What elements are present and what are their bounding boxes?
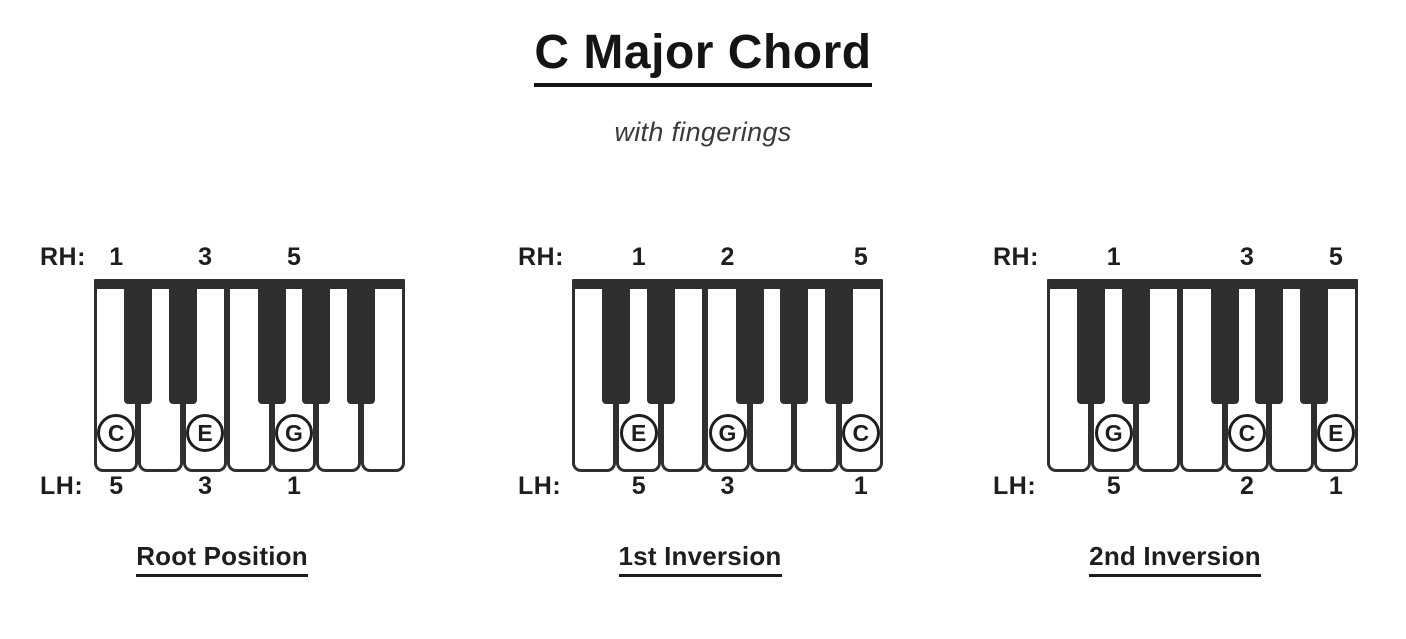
right-hand-fingering-row: RH: 1 2 5 — [500, 243, 900, 277]
chord-diagram-root-position: RH: 1 3 5 C E G LH: 5 3 1 Root Position — [22, 243, 422, 593]
diagram-caption: 2nd Inversion — [975, 541, 1375, 577]
rh-finger-number: 5 — [286, 243, 301, 271]
rh-finger-number: 2 — [720, 243, 735, 271]
right-hand-fingering-row: RH: 1 3 5 — [975, 243, 1375, 277]
rh-finger-number: 1 — [631, 243, 646, 271]
black-key-5[interactable] — [1255, 289, 1284, 404]
diagram-caption: Root Position — [22, 541, 422, 577]
note-marker-G[interactable]: G — [1094, 414, 1133, 452]
note-marker-C[interactable]: C — [97, 414, 136, 452]
caption-text: 2nd Inversion — [1089, 541, 1261, 577]
lh-finger-number: 5 — [631, 472, 646, 500]
rh-finger-number: 1 — [1106, 243, 1121, 271]
caption-text: Root Position — [136, 541, 308, 577]
right-hand-fingering-row: RH: 1 3 5 — [22, 243, 422, 277]
black-key-2[interactable] — [646, 289, 675, 404]
black-key-1[interactable] — [124, 289, 153, 404]
lh-finger-number: 3 — [720, 472, 735, 500]
note-marker-E[interactable]: E — [619, 414, 658, 452]
rh-finger-number: 5 — [1328, 243, 1343, 271]
chord-diagram-2nd-inversion: RH: 1 3 5 G C E LH: 5 2 1 2nd Inversion — [975, 243, 1375, 593]
note-marker-G[interactable]: G — [708, 414, 747, 452]
black-key-1[interactable] — [1077, 289, 1106, 404]
black-key-4[interactable] — [257, 289, 286, 404]
black-key-group — [572, 289, 883, 404]
black-key-1[interactable] — [602, 289, 631, 404]
black-key-6[interactable] — [1299, 289, 1328, 404]
rh-finger-number: 3 — [1239, 243, 1254, 271]
lh-finger-number: 1 — [286, 472, 301, 500]
lh-finger-number: 5 — [1106, 472, 1121, 500]
lh-finger-number: 1 — [1328, 472, 1343, 500]
diagram-caption: 1st Inversion — [500, 541, 900, 577]
left-hand-label: LH: — [40, 472, 84, 500]
black-key-group — [1047, 289, 1358, 404]
black-key-4[interactable] — [1210, 289, 1239, 404]
note-marker-E[interactable]: E — [186, 414, 225, 452]
caption-text: 1st Inversion — [618, 541, 782, 577]
rh-finger-number: 5 — [853, 243, 868, 271]
right-hand-label: RH: — [993, 243, 1039, 271]
chord-diagram-1st-inversion: RH: 1 2 5 E G C LH: 5 3 1 1st Inversion — [500, 243, 900, 593]
lh-finger-number: 5 — [109, 472, 124, 500]
page-subtitle: with fingerings — [614, 116, 792, 147]
left-hand-fingering-row: LH: 5 2 1 — [975, 472, 1375, 506]
rh-finger-number: 1 — [109, 243, 124, 271]
page-title: C Major Chord — [534, 26, 872, 87]
left-hand-label: LH: — [518, 472, 562, 500]
right-hand-label: RH: — [40, 243, 86, 271]
lh-finger-number: 1 — [853, 472, 868, 500]
page-header: C Major Chord with fingerings — [0, 0, 1406, 148]
lh-finger-number: 2 — [1239, 472, 1254, 500]
note-marker-C[interactable]: C — [841, 414, 880, 452]
left-hand-label: LH: — [993, 472, 1037, 500]
right-hand-label: RH: — [518, 243, 564, 271]
black-key-group — [94, 289, 405, 404]
black-key-2[interactable] — [1121, 289, 1150, 404]
note-marker-C[interactable]: C — [1227, 414, 1266, 452]
lh-finger-number: 3 — [198, 472, 213, 500]
left-hand-fingering-row: LH: 5 3 1 — [500, 472, 900, 506]
black-key-5[interactable] — [780, 289, 809, 404]
left-hand-fingering-row: LH: 5 3 1 — [22, 472, 422, 506]
black-key-5[interactable] — [302, 289, 331, 404]
note-marker-E[interactable]: E — [1316, 414, 1355, 452]
black-key-6[interactable] — [824, 289, 853, 404]
black-key-4[interactable] — [735, 289, 764, 404]
note-marker-G[interactable]: G — [274, 414, 313, 452]
black-key-2[interactable] — [168, 289, 197, 404]
black-key-6[interactable] — [346, 289, 375, 404]
rh-finger-number: 3 — [198, 243, 213, 271]
chord-diagram-row: RH: 1 3 5 C E G LH: 5 3 1 Root Position RH… — [0, 243, 1406, 603]
